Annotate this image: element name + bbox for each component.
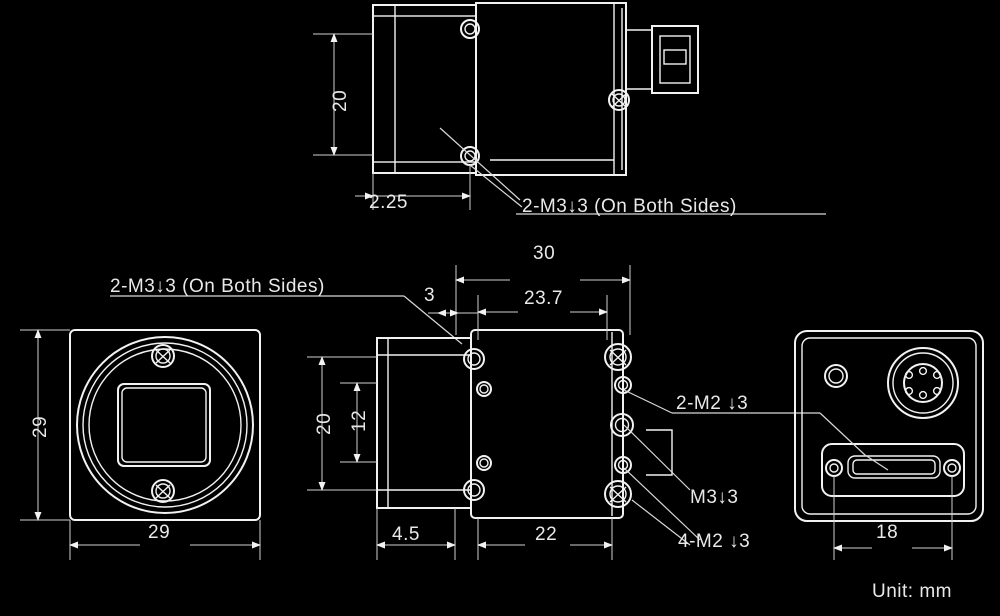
dimension-side-12: 12 [349,409,370,432]
side-view-geometry [376,329,673,519]
callout-top-m3-both-sides: 2-M3↓3 (On Both Sides) [522,196,737,217]
dimension-front-width-29: 29 [148,522,171,543]
rear-view-geometry [794,330,984,522]
front-view-geometry [69,329,261,521]
front-view-dimension-lines [20,295,463,560]
dimension-side-20: 20 [314,412,335,435]
dimension-side-30: 30 [533,243,556,264]
dimension-side-23-7: 23.7 [524,288,563,309]
top-view-geometry [372,2,699,176]
dimension-top-height-20: 20 [330,89,351,112]
callout-front-m3-both-sides: 2-M3↓3 (On Both Sides) [110,276,325,297]
side-view-dimension-lines [307,265,820,560]
dimension-top-2-25: 2.25 [369,192,408,213]
callout-rear-2-m2: 2-M2 ↓3 [676,393,749,414]
top-view-dimension-lines [313,33,826,215]
unit-note: Unit: mm [872,581,952,602]
callout-rear-m3: M3↓3 [690,487,739,508]
dimension-side-3: 3 [424,285,436,306]
dimension-rear-18: 18 [876,522,899,543]
callout-rear-4-m2: 4-M2 ↓3 [678,531,751,552]
dimension-front-height-29: 29 [30,415,51,438]
rear-view-dimension-lines [819,412,953,560]
dimension-side-4-5: 4.5 [392,524,420,545]
dimension-side-22: 22 [535,524,558,545]
